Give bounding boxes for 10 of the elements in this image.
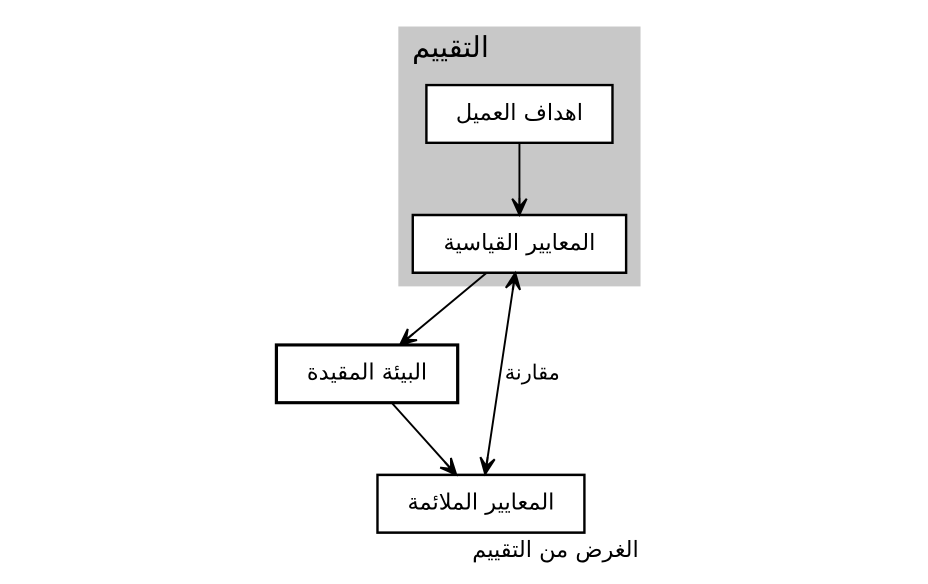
arrow [390, 402, 457, 476]
node-box: المعايير القياسية [411, 214, 627, 274]
node-box: اهداف العميل [424, 84, 614, 144]
caption: الغرض من التقييم [472, 537, 638, 563]
edge-label: مقارنة [504, 360, 560, 384]
arrow [510, 143, 528, 216]
node-box: البيئة المقيدة [274, 343, 459, 404]
arrow [478, 272, 521, 476]
node-box: المعايير الملائمة [376, 474, 586, 534]
arrow [398, 272, 486, 346]
